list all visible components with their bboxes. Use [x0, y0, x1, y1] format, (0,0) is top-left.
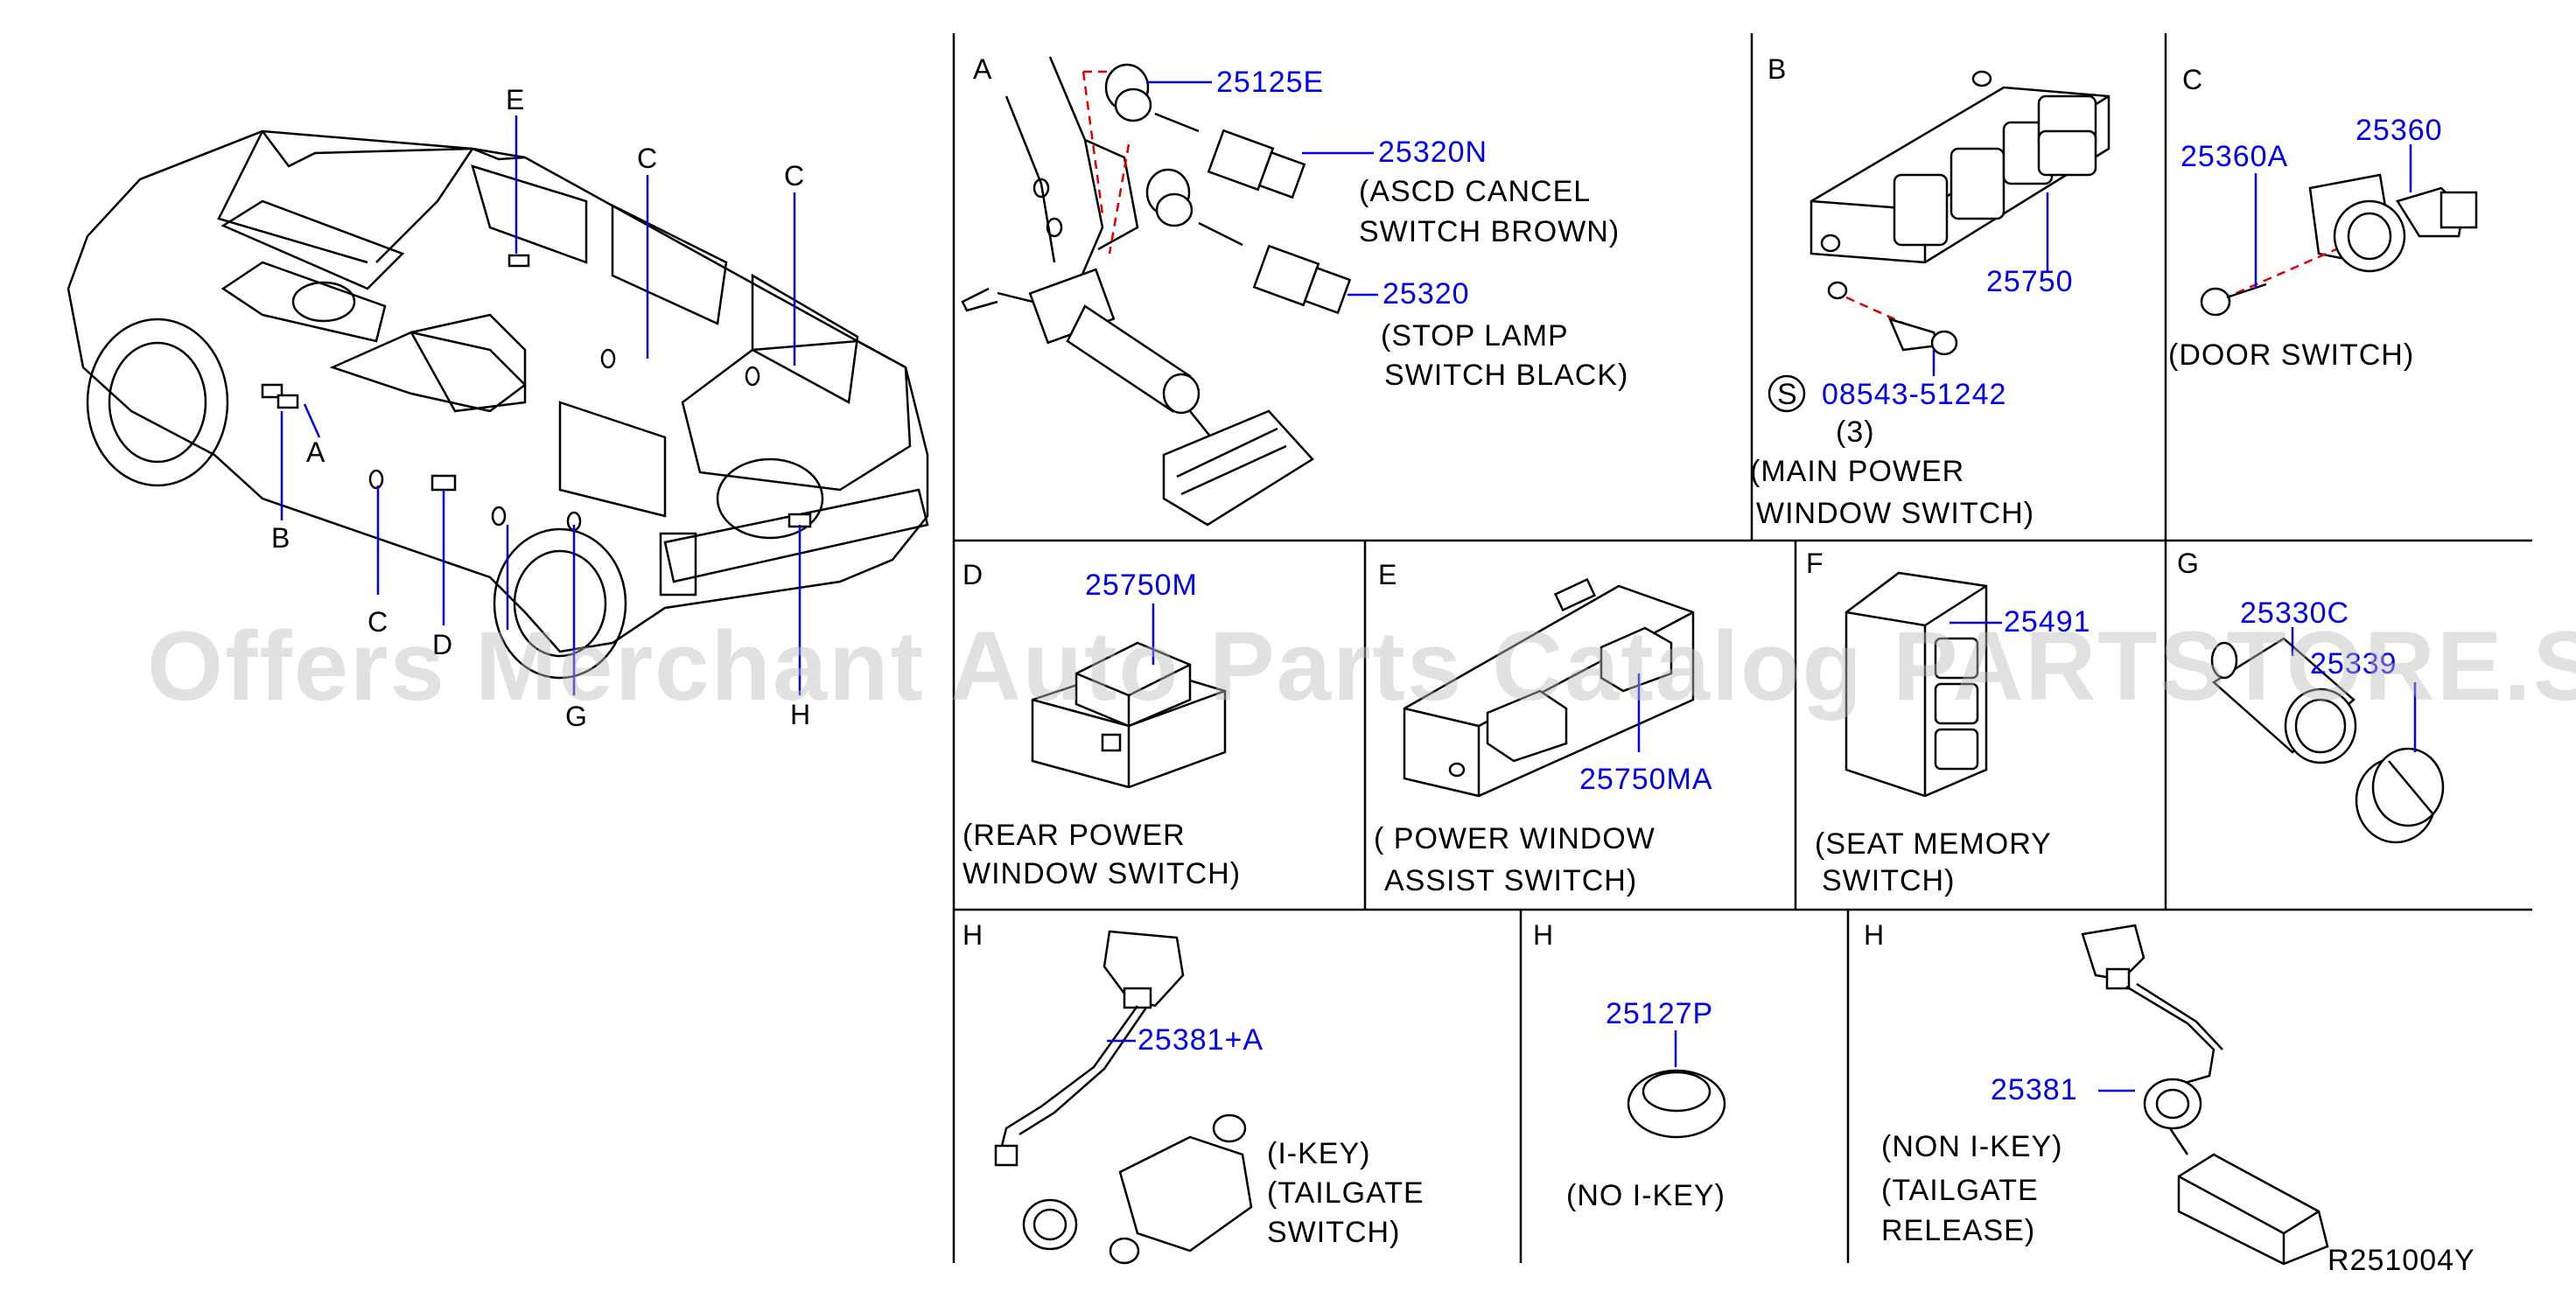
tailgate-switch-i-key [994, 930, 1253, 1265]
bolt-symbol: S [1777, 378, 1798, 411]
main-power-window-switch [1810, 70, 2110, 356]
callout-a: A [306, 436, 326, 468]
part-25381-desc-2: (TAILGATE [1881, 1174, 2039, 1207]
part-25491[interactable]: 25491 [2004, 605, 2091, 639]
part-25320-desc-1: (STOP LAMP [1381, 319, 1569, 352]
part-25381-a-desc-2: (TAILGATE [1267, 1176, 1424, 1210]
callout-c-3: C [368, 606, 388, 638]
part-25360-desc: (DOOR SWITCH) [2168, 338, 2414, 372]
part-25320n-desc-1: (ASCD CANCEL [1359, 175, 1591, 208]
part-25750ma[interactable]: 25750MA [1579, 763, 1713, 796]
rear-power-window-switch [1031, 641, 1227, 789]
part-08543-51242[interactable]: 08543-51242 [1822, 378, 2006, 411]
part-25750m-desc-1: (REAR POWER [962, 819, 1186, 852]
part-25750[interactable]: 25750 [1986, 265, 2074, 298]
part-25360a[interactable]: 25360A [2180, 140, 2288, 173]
part-25127p-desc: (NO I-KEY) [1566, 1179, 1726, 1212]
part-25320[interactable]: 25320 [1382, 277, 1470, 311]
part-25381-a[interactable]: 25381+A [1138, 1023, 1264, 1057]
part-25750m[interactable]: 25750M [1085, 569, 1198, 602]
section-f-letter: F [1806, 548, 1824, 579]
vehicle-callout-leaders [280, 115, 802, 695]
callout-e: E [506, 84, 524, 115]
door-switch [2200, 173, 2478, 317]
callout-g: G [565, 701, 587, 732]
ascd-and-stop-switches [1082, 63, 1352, 315]
part-25125e[interactable]: 25125E [1216, 66, 1324, 99]
section-e-letter: E [1378, 559, 1396, 590]
part-25750ma-desc-1: ( POWER WINDOW [1374, 822, 1656, 855]
part-25127p[interactable]: 25127P [1606, 997, 1713, 1030]
part-25381-a-desc-3: SWITCH) [1267, 1216, 1400, 1249]
part-25750ma-desc-2: ASSIST SWITCH) [1384, 864, 1637, 897]
callout-c-2: C [784, 160, 804, 192]
section-h1-letter: H [962, 919, 983, 951]
callout-c-1: C [637, 143, 657, 174]
part-25750-desc-1: (MAIN POWER [1750, 455, 1964, 488]
part-25381-a-desc-1: (I-KEY) [1267, 1137, 1370, 1170]
seat-memory-switch [1844, 571, 1988, 798]
part-25360[interactable]: 25360 [2356, 114, 2443, 147]
part-25320n[interactable]: 25320N [1378, 136, 1488, 169]
section-a-letter: A [973, 53, 992, 85]
vehicle-illustration [66, 129, 929, 680]
part-25381-desc-3: RELEASE) [1881, 1214, 2035, 1247]
part-25750m-desc-2: WINDOW SWITCH) [962, 857, 1241, 890]
diagram-code: R251004Y [2328, 1244, 2475, 1277]
section-c-letter: C [2182, 64, 2202, 95]
callout-b: B [271, 522, 290, 554]
part-25381-desc-1: (NON I-KEY) [1881, 1130, 2062, 1163]
callout-h: H [790, 699, 810, 730]
part-25320n-desc-2: SWITCH BROWN) [1359, 215, 1620, 248]
power-window-assist-switch [1403, 577, 1695, 798]
section-grid [952, 33, 2532, 1263]
section-d-letter: D [962, 559, 983, 590]
section-h2-letter: H [1533, 919, 1553, 951]
section-b-letter: B [1768, 53, 1786, 85]
part-25339[interactable]: 25339 [2310, 647, 2398, 680]
brake-pedal-assembly [961, 56, 1314, 527]
part-25320-desc-2: SWITCH BLACK) [1384, 359, 1628, 392]
section-g-letter: G [2177, 548, 2199, 579]
section-h3-letter: H [1864, 919, 1884, 951]
bolt-qty: (3) [1836, 415, 1875, 449]
part-25491-desc-1: (SEAT MEMORY [1815, 827, 2052, 861]
callout-d: D [432, 629, 452, 660]
watermark: Offers Merchant Auto Parts Catalog PARTS… [147, 611, 2576, 721]
part-25330c[interactable]: 25330C [2240, 597, 2349, 630]
bolt-symbol-circle [1768, 374, 1806, 413]
tailgate-release-non-i-key [2081, 924, 2329, 1266]
cigar-lighter [2210, 637, 2445, 844]
grommet-no-i-key [1627, 1069, 1726, 1139]
part-25491-desc-2: SWITCH) [1822, 864, 1955, 897]
part-25381[interactable]: 25381 [1991, 1073, 2078, 1106]
part-25750-desc-2: WINDOW SWITCH) [1756, 497, 2034, 530]
